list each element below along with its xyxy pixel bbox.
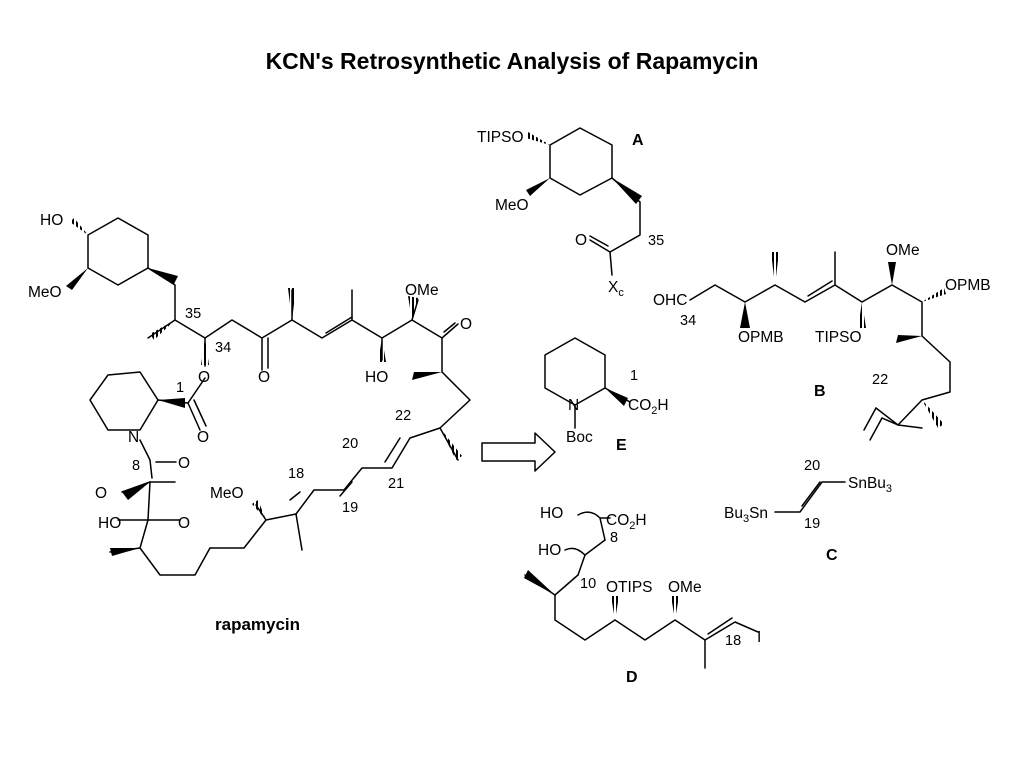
label-ome-d: OMe	[668, 579, 702, 596]
caption-a: A	[632, 132, 644, 149]
label-o-a: O	[575, 232, 587, 249]
locant-34: 34	[215, 340, 231, 356]
label-opmb-left-b: OPMB	[738, 329, 784, 346]
label-ho1-d: HO	[540, 505, 563, 522]
rapamycin-structure: HO MeO 35 34 1 O O N 8 O O HO O MeO O HO…	[28, 212, 472, 634]
fragment-e: 1 N CO2H Boc E	[544, 337, 669, 454]
slide-title: KCN's Retrosynthetic Analysis of Rapamyc…	[265, 48, 759, 74]
caption-c: C	[826, 547, 838, 564]
label-o-9: O	[95, 485, 107, 502]
label-ho-28: HO	[365, 369, 388, 386]
label-n-e: N	[568, 397, 579, 414]
label-ho-top: HO	[40, 212, 63, 229]
label-co2h-e: CO2H	[628, 397, 669, 417]
label-ho2-d: HO	[538, 542, 561, 559]
locant-35-a: 35	[648, 233, 664, 249]
caption-b: B	[814, 383, 826, 400]
label-ketone-32-o: O	[258, 369, 270, 386]
label-otips-d: OTIPS	[606, 579, 653, 596]
label-ester-carbonyl-o: O	[197, 429, 209, 446]
fragment-d: HO CO2H 8 HO 10 OTIPS OMe 18 I D	[524, 505, 761, 686]
locant-20-c: 20	[804, 458, 820, 474]
label-opmb-right-b: OPMB	[945, 277, 991, 294]
label-i-d: I	[757, 629, 761, 646]
label-ome-b: OMe	[886, 242, 920, 259]
locant-10-d: 10	[580, 576, 596, 592]
fragment-c: 20 SnBu3 Bu3Sn 19 C	[724, 458, 892, 564]
label-ohc-b: OHC	[653, 292, 687, 309]
fragment-a: TIPSO MeO O 35 Xc A	[477, 127, 664, 299]
compound-name-rapamycin: rapamycin	[215, 615, 300, 634]
label-ketone-26-o: O	[460, 316, 472, 333]
locant-35: 35	[185, 306, 201, 322]
locant-8-d: 8	[610, 530, 618, 546]
locant-1-e: 1	[630, 368, 638, 384]
label-n-ring: N	[128, 429, 139, 446]
label-tipso-a: TIPSO	[477, 129, 524, 146]
fragment-b: OHC 34 OPMB TIPSO OMe OPMB 22 B	[653, 242, 991, 441]
label-meo-top: MeO	[28, 284, 62, 301]
label-x-a: Xc	[608, 279, 624, 299]
caption-e: E	[616, 437, 627, 454]
label-tipso-b: TIPSO	[815, 329, 862, 346]
locant-21: 21	[388, 476, 404, 492]
label-ester-o: O	[198, 369, 210, 386]
label-o-pyran: O	[178, 515, 190, 532]
label-snbu3-right: SnBu3	[848, 475, 892, 495]
locant-20: 20	[342, 436, 358, 452]
label-ome-right: OMe	[405, 282, 439, 299]
label-meo-a: MeO	[495, 197, 529, 214]
locant-1: 1	[176, 380, 184, 396]
locant-22-b: 22	[872, 372, 888, 388]
retrosynthetic-arrow	[481, 432, 556, 472]
locant-8: 8	[132, 458, 140, 474]
locant-18-d: 18	[725, 633, 741, 649]
locant-19: 19	[342, 500, 358, 516]
caption-d: D	[626, 669, 638, 686]
label-meo-mid: MeO	[210, 485, 244, 502]
label-ho-hemiketal: HO	[98, 515, 121, 532]
label-boc-e: Boc	[566, 429, 593, 446]
label-co2h-d: CO2H	[606, 512, 647, 532]
label-o-8: O	[178, 455, 190, 472]
locant-18: 18	[288, 466, 304, 482]
locant-34-b: 34	[680, 313, 696, 329]
locant-22: 22	[395, 408, 411, 424]
label-bu3sn-left: Bu3Sn	[724, 505, 768, 525]
locant-19-c: 19	[804, 516, 820, 532]
